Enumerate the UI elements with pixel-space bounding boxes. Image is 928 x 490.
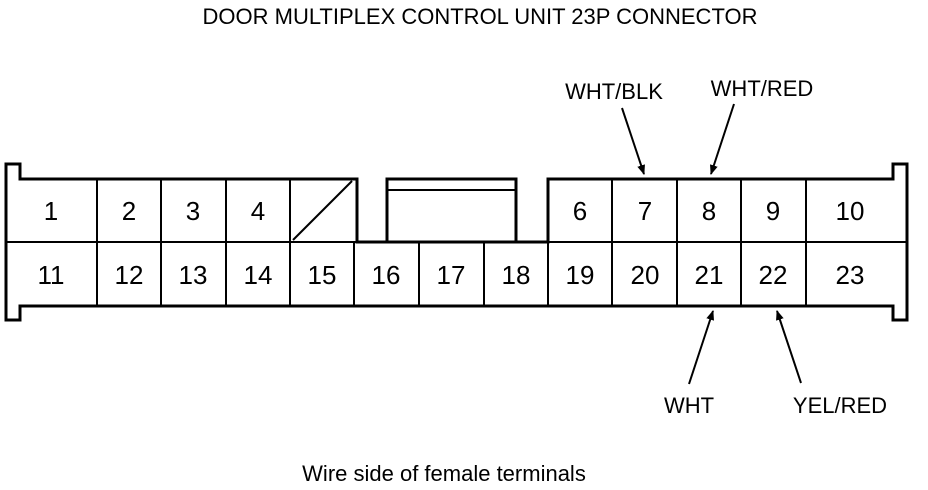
terminal-1: 1 bbox=[44, 196, 58, 226]
wire-arrow-terminal-8 bbox=[710, 103, 735, 175]
terminal-3: 3 bbox=[186, 196, 200, 226]
wire-arrow-terminal-22 bbox=[776, 310, 802, 384]
terminal-22: 22 bbox=[759, 260, 788, 290]
locking-tab bbox=[385, 177, 518, 244]
terminal-2: 2 bbox=[122, 196, 136, 226]
terminal-12: 12 bbox=[115, 260, 144, 290]
cell-dividers bbox=[96, 179, 807, 306]
terminal-15: 15 bbox=[308, 260, 337, 290]
terminal-9: 9 bbox=[766, 196, 780, 226]
terminal-23: 23 bbox=[836, 260, 865, 290]
wire-label-terminal-7: WHT/BLK bbox=[565, 79, 663, 104]
terminal-19: 19 bbox=[566, 260, 595, 290]
terminal-10: 10 bbox=[836, 196, 865, 226]
terminal-16: 16 bbox=[372, 260, 401, 290]
diagram-title: DOOR MULTIPLEX CONTROL UNIT 23P CONNECTO… bbox=[203, 4, 758, 29]
terminal-6: 6 bbox=[573, 196, 587, 226]
diagram-caption: Wire side of female terminals bbox=[302, 461, 586, 486]
wire-arrow-terminal-21 bbox=[688, 310, 714, 385]
terminal-7: 7 bbox=[638, 196, 652, 226]
wire-label-terminal-8: WHT/RED bbox=[711, 76, 814, 101]
wire-arrow-terminal-7 bbox=[621, 107, 645, 175]
wire-label-terminal-21: WHT bbox=[664, 393, 714, 418]
terminal-14: 14 bbox=[244, 260, 273, 290]
terminal-11: 11 bbox=[38, 260, 65, 290]
terminal-5-unused-slash bbox=[292, 180, 353, 241]
terminal-21: 21 bbox=[695, 260, 724, 290]
terminal-4: 4 bbox=[251, 196, 265, 226]
connector-outline bbox=[4, 162, 909, 322]
wire-label-terminal-22: YEL/RED bbox=[793, 393, 887, 418]
terminal-18: 18 bbox=[502, 260, 531, 290]
terminal-20: 20 bbox=[631, 260, 660, 290]
terminal-17: 17 bbox=[437, 260, 466, 290]
terminal-13: 13 bbox=[179, 260, 208, 290]
terminal-8: 8 bbox=[702, 196, 716, 226]
